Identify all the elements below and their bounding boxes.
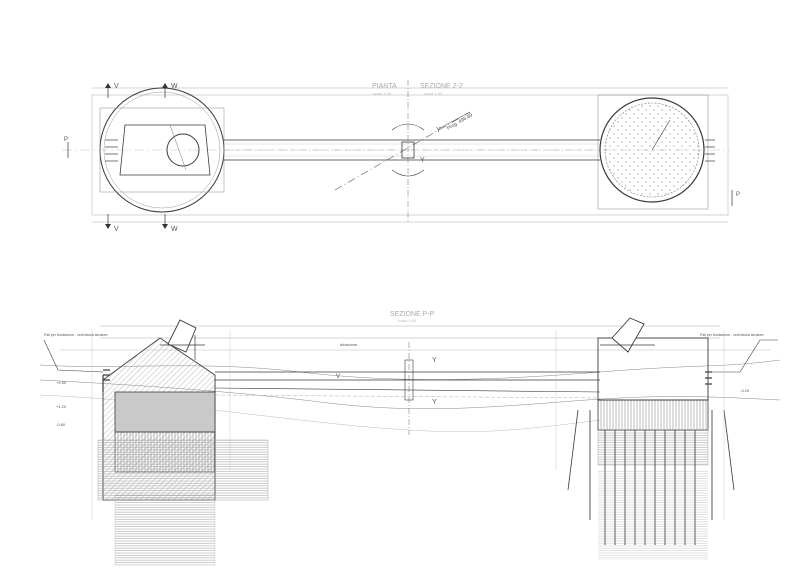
level-label-1: +4.50 xyxy=(56,380,67,385)
level-label-2: +1.20 xyxy=(56,404,67,409)
left-shaft-section xyxy=(43,319,269,566)
section-marker-v: V xyxy=(336,374,340,380)
section-note-left: Pali per fondazione - vedi tavola strutt… xyxy=(44,333,108,337)
section-scale: scala 1:50 xyxy=(398,318,417,323)
section-marker-y: Y xyxy=(432,357,437,364)
road-crossing-plan xyxy=(334,80,471,222)
section-labels: SEZIONE P-P scala 1:50 Pali per fondazio… xyxy=(44,311,764,427)
section-marker-y-2: Y xyxy=(432,399,437,406)
marker-v-top: V xyxy=(114,83,119,90)
plan-view xyxy=(62,80,733,229)
section-note-right: Pali per fondazione - vedi tavola strutt… xyxy=(700,333,764,337)
level-label-4: -3.20 xyxy=(740,388,750,393)
right-shaft-section xyxy=(597,317,778,466)
plan-title-sezione: SEZIONE 2-2 xyxy=(420,83,463,90)
progressive-label: Prog. 496.89 xyxy=(446,112,474,132)
marker-y-plan-2: Y xyxy=(420,157,425,164)
marker-y-plan: Y xyxy=(436,127,441,134)
marker-v-bottom: V xyxy=(114,226,119,233)
right-shaft-plan xyxy=(597,94,715,210)
level-label-3: -0.80 xyxy=(56,422,66,427)
marker-p-right: P xyxy=(736,192,740,198)
marker-w-bottom: W xyxy=(171,226,178,233)
section-title: SEZIONE P-P xyxy=(390,311,435,318)
marker-p-left: P xyxy=(64,137,68,143)
plan-scale-right: scala 1:50 xyxy=(424,91,443,96)
section-view xyxy=(39,317,781,566)
marker-w-top: W xyxy=(171,83,178,90)
tunnel-section xyxy=(214,342,601,435)
plan-scale-left: scala 1:50 xyxy=(373,91,392,96)
plan-title-pianta: PIANTA xyxy=(372,83,397,90)
pipe-note: tubazione xyxy=(340,342,358,347)
